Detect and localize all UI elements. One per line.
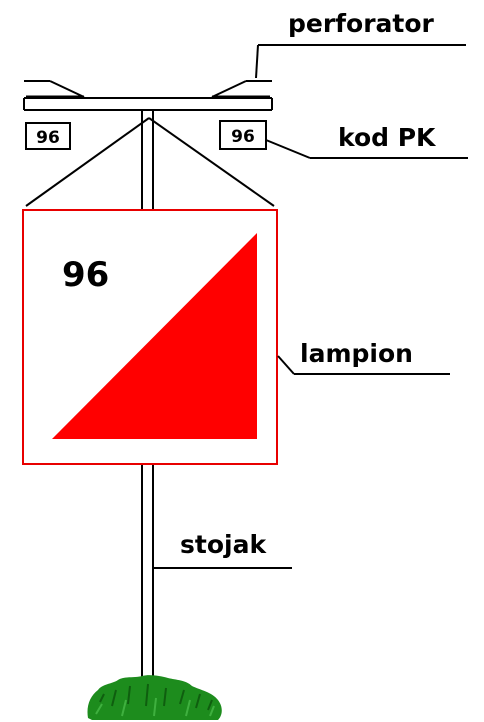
hanging-strings bbox=[25, 117, 275, 207]
flag-red-triangle bbox=[52, 233, 257, 439]
top-crossbar bbox=[23, 97, 273, 111]
code-label-right: 96 bbox=[231, 127, 255, 147]
code-box-left: 96 bbox=[25, 122, 71, 150]
leader-lampion bbox=[277, 355, 450, 375]
leader-perforator bbox=[255, 44, 466, 79]
label-lampion: lampion bbox=[300, 339, 413, 368]
label-kod-pk: kod PK bbox=[338, 123, 437, 152]
flag-code-number: 96 bbox=[62, 255, 109, 295]
code-box-right: 96 bbox=[219, 120, 267, 150]
punch-left bbox=[24, 80, 85, 99]
stand-pole bbox=[141, 110, 154, 690]
label-stojak: stojak bbox=[180, 530, 267, 559]
control-flag: 96 bbox=[22, 209, 278, 465]
grass-icon bbox=[87, 675, 222, 720]
label-perforator: perforator bbox=[288, 9, 435, 38]
leader-kod-pk bbox=[265, 139, 468, 159]
punch-right bbox=[211, 80, 272, 99]
code-label-left: 96 bbox=[36, 128, 60, 148]
